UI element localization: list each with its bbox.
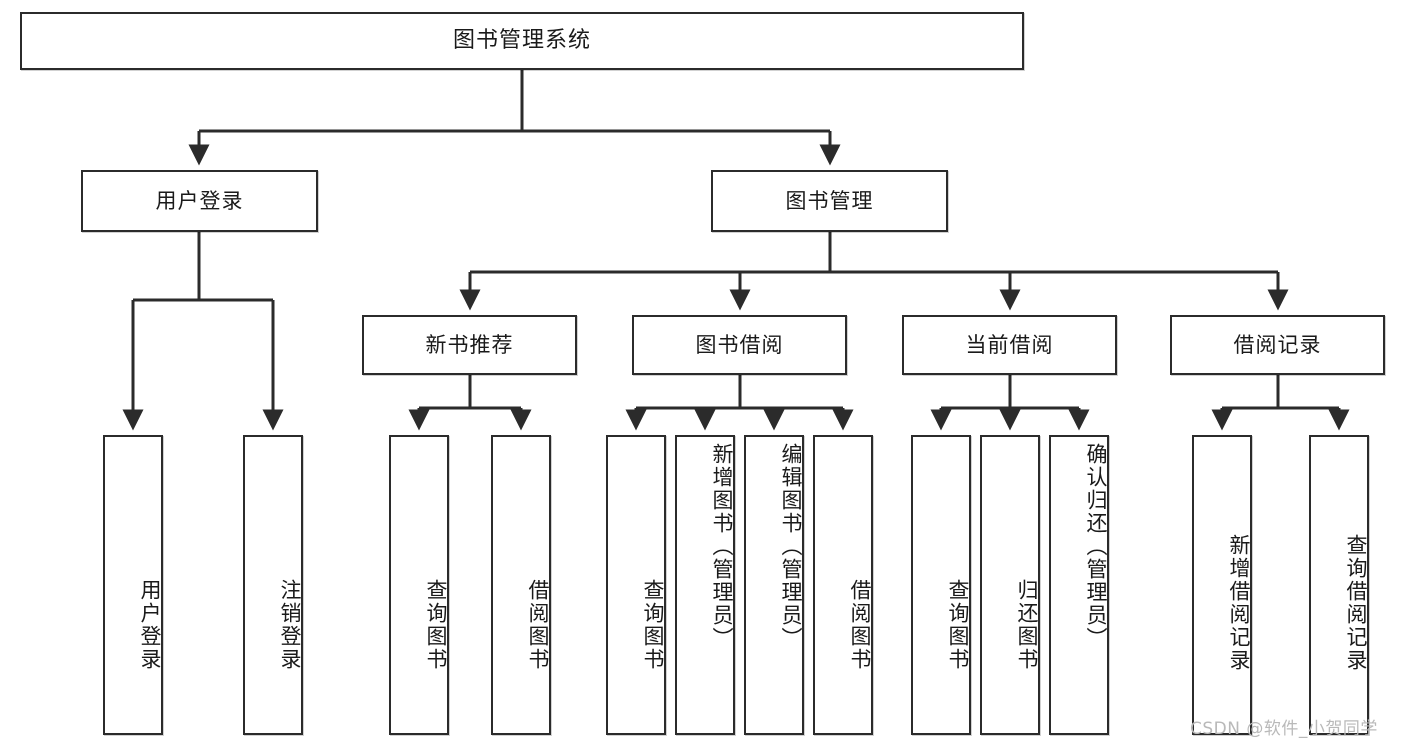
leaf-book-borrow-borrow[interactable]: 借阅图书	[813, 435, 873, 735]
leaf-borrow-records-query[interactable]: 查询借阅记录	[1309, 435, 1369, 735]
leaf-current-borrow-query[interactable]: 查询图书	[911, 435, 971, 735]
leaf-user-login-login[interactable]: 用户登录	[103, 435, 163, 735]
node-root-system[interactable]: 图书管理系统	[20, 12, 1024, 70]
node-book-borrow[interactable]: 图书借阅	[632, 315, 847, 375]
node-new-book-recommend[interactable]: 新书推荐	[362, 315, 577, 375]
leaf-book-borrow-edit-admin[interactable]: 编辑图书（管理员）	[744, 435, 804, 735]
leaf-current-borrow-return[interactable]: 归还图书	[980, 435, 1040, 735]
node-borrow-records[interactable]: 借阅记录	[1170, 315, 1385, 375]
leaf-book-borrow-add-admin[interactable]: 新增图书（管理员）	[675, 435, 735, 735]
csdn-watermark: CSDN @软件_小贺同学	[1190, 719, 1378, 739]
leaf-user-login-logout[interactable]: 注销登录	[243, 435, 303, 735]
leaf-book-borrow-query[interactable]: 查询图书	[606, 435, 666, 735]
leaf-borrow-records-add[interactable]: 新增借阅记录	[1192, 435, 1252, 735]
node-book-management[interactable]: 图书管理	[711, 170, 948, 232]
leaf-current-borrow-confirm-admin[interactable]: 确认归还（管理员）	[1049, 435, 1109, 735]
leaf-new-book-borrow[interactable]: 借阅图书	[491, 435, 551, 735]
leaf-new-book-query[interactable]: 查询图书	[389, 435, 449, 735]
node-user-login[interactable]: 用户登录	[81, 170, 318, 232]
node-current-borrow[interactable]: 当前借阅	[902, 315, 1117, 375]
